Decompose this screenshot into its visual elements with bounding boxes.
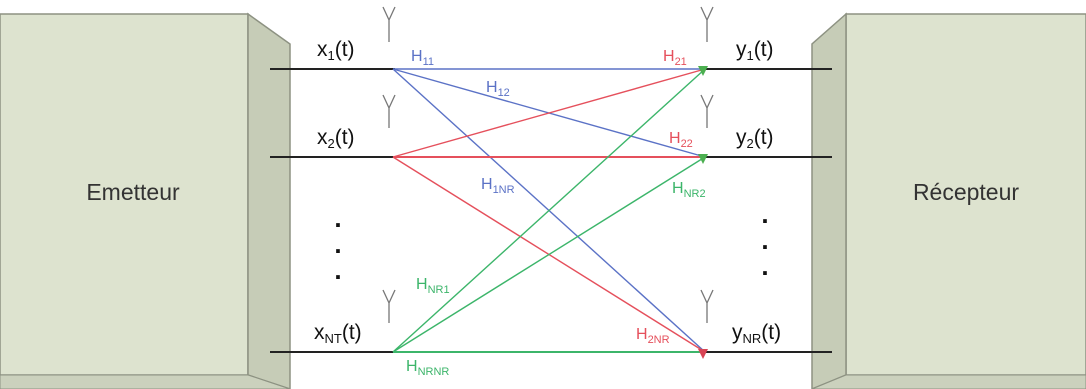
rx-dot-2 (698, 154, 708, 164)
channel-label-h22: H22 (669, 130, 693, 150)
channel-label-hnrnr: HNRNR (406, 358, 449, 378)
input-label-2: x2(t) (317, 126, 355, 151)
channel-label-h2nr: H2NR (636, 326, 670, 346)
channel-label-h1nr: H1NR (481, 176, 515, 196)
rx-dot-nr (698, 349, 708, 359)
tx-ellipsis-dot: . (334, 229, 341, 259)
antenna-icon (382, 94, 396, 128)
tx-ellipsis-dot: . (334, 203, 341, 233)
channel-paths (392, 68, 706, 353)
path-hnr1 (392, 68, 706, 353)
channel-label-h12: H12 (486, 79, 510, 99)
antenna-icon (382, 6, 396, 42)
antenna-icon (700, 94, 714, 128)
output-label-2: y2(t) (736, 126, 774, 151)
antennas (382, 6, 714, 323)
antenna-icon (700, 6, 714, 42)
tx-ellipsis: . . . (334, 203, 341, 285)
rx-dots (698, 66, 708, 359)
output-labels: y1(t) y2(t) yNR(t) (732, 38, 781, 346)
antenna-icon (700, 289, 714, 323)
channel-label-h11: H11 (411, 48, 434, 68)
rx-dot-1 (698, 66, 708, 76)
channel-label-h21: H21 (663, 48, 687, 68)
channel-label-hnr2: HNR2 (672, 180, 706, 200)
channel-labels: H11 H12 H1NR H21 H22 H2NR HNR2 HNR1 HNRN… (406, 48, 706, 378)
signal-lines (270, 68, 832, 353)
rx-ellipsis-dot: . (761, 199, 768, 229)
rx-ellipsis: . . . (761, 199, 768, 281)
rx-ellipsis-dot: . (761, 225, 768, 255)
channel-label-hnr1: HNR1 (416, 276, 450, 296)
receiver-label: Récepteur (913, 179, 1019, 205)
receiver-box: Récepteur (811, 12, 1086, 389)
path-hnr2 (392, 156, 706, 353)
input-label-nt: xNT(t) (314, 321, 362, 346)
input-labels: x1(t) x2(t) xNT(t) (314, 38, 362, 346)
rx-ellipsis-dot: . (761, 251, 768, 281)
input-label-1: x1(t) (317, 38, 355, 63)
emitter-box: Emetteur (0, 12, 291, 389)
antenna-icon (382, 289, 396, 323)
emitter-label: Emetteur (86, 179, 180, 205)
tx-ellipsis-dot: . (334, 255, 341, 285)
output-label-nr: yNR(t) (732, 321, 781, 346)
output-label-1: y1(t) (736, 38, 774, 63)
path-h21 (392, 68, 706, 158)
